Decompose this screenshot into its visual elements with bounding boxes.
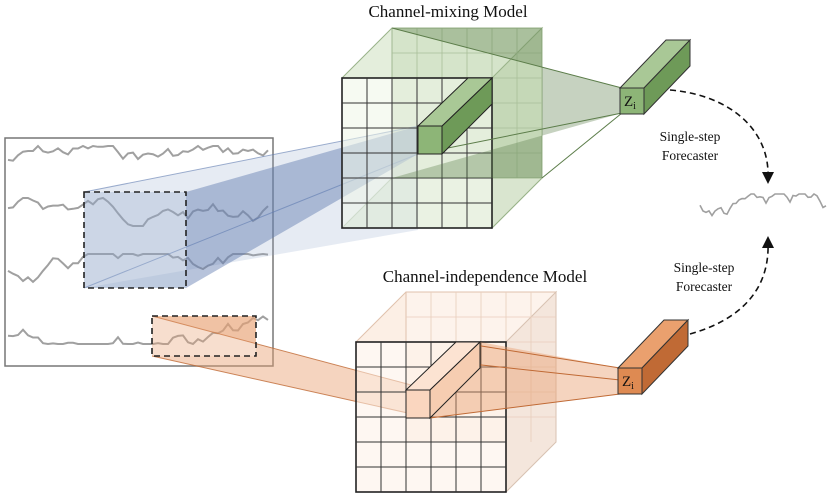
independence-token-front xyxy=(617,367,643,395)
input-series-lines xyxy=(7,144,269,346)
forecast-output: Single-step Forecaster Single-step Forec… xyxy=(660,89,827,335)
independence-token-label: Zi xyxy=(622,374,634,392)
independence-model-title: Channel-independence Model xyxy=(383,267,588,286)
mixing-projection-beam xyxy=(84,126,418,288)
mixing-out-ray-2 xyxy=(541,112,623,179)
input-series-panel xyxy=(4,137,274,367)
bottom-forecaster-line1: Single-step xyxy=(674,260,735,275)
top-forecaster-line2: Forecaster xyxy=(662,148,719,163)
mixing-out-ray-1 xyxy=(391,27,623,89)
forecast-arrow-top-head xyxy=(762,172,774,184)
input-series-4 xyxy=(7,315,269,346)
mixing-model-title: Channel-mixing Model xyxy=(368,2,527,21)
input-series-3 xyxy=(7,252,269,284)
mixing-token-label: Zi xyxy=(624,94,636,112)
mixing-patch-front xyxy=(417,125,443,155)
mixing-token-front xyxy=(619,87,645,115)
mixing-selection-box xyxy=(83,191,187,289)
channel-independence-model: Zi Channel-independence Model xyxy=(151,267,690,494)
channel-mixing-model: Zi Channel-mixing Model xyxy=(83,2,692,289)
forecast-arrow-bottom-head xyxy=(762,236,774,248)
forecast-series-line xyxy=(699,192,827,217)
input-series-1 xyxy=(7,144,269,162)
bottom-forecaster-line2: Forecaster xyxy=(676,279,733,294)
indep-out-ray-1 xyxy=(455,341,621,369)
mixing-out-ray-3 xyxy=(417,112,623,155)
indep-out-ray-3 xyxy=(453,361,621,381)
independence-selection-box xyxy=(151,315,257,357)
independence-patch-front xyxy=(405,389,431,419)
indep-out-ray-2 xyxy=(429,393,621,419)
forecast-arrow-top xyxy=(669,89,769,179)
top-forecaster-line1: Single-step xyxy=(660,129,721,144)
input-series-2 xyxy=(7,196,269,227)
